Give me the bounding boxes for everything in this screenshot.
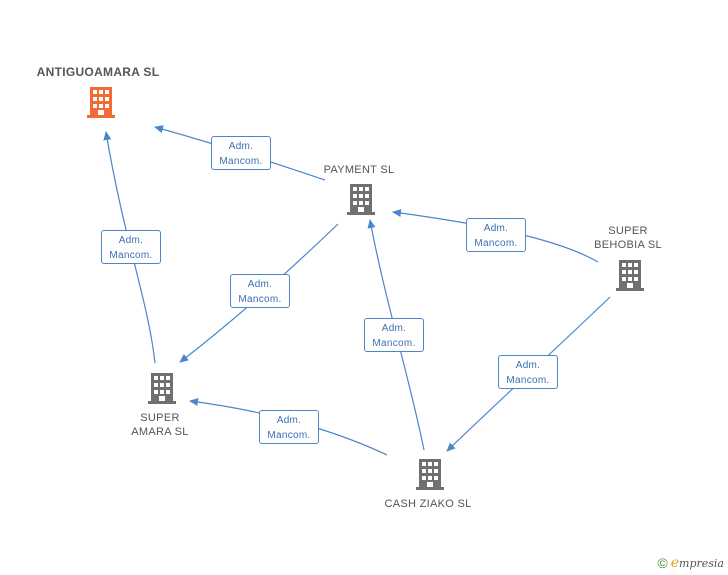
edge-label-role: Adm.	[118, 235, 144, 246]
edge-label-type: Mancom.	[267, 430, 311, 441]
building-icon[interactable]	[347, 184, 375, 215]
building-icon[interactable]	[87, 87, 115, 118]
edge-label: Adm. Mancom.	[364, 318, 424, 352]
building-icon[interactable]	[148, 373, 176, 404]
edge-label-type: Mancom.	[109, 250, 153, 261]
edge-label: Adm. Mancom.	[498, 355, 558, 389]
edge-label-role: Adm.	[381, 323, 407, 334]
edge-label-type: Mancom.	[238, 294, 282, 305]
edge-label-type: Mancom.	[372, 338, 416, 349]
company-label-antiguoamara[interactable]: ANTIGUOAMARA SL	[36, 65, 160, 79]
copyright-icon: ©	[657, 555, 668, 571]
company-label-payment[interactable]: PAYMENT SL	[323, 164, 395, 176]
edge-label-type: Mancom.	[506, 375, 550, 386]
edge-label: Adm. Mancom.	[211, 136, 271, 170]
footer-brand: ©empresia	[657, 555, 724, 571]
edge-label-role: Adm.	[276, 415, 302, 426]
edge-label: Adm. Mancom.	[101, 230, 161, 264]
edge-label-role: Adm.	[228, 141, 254, 152]
edge-label: Adm. Mancom.	[466, 218, 526, 252]
building-icon[interactable]	[616, 260, 644, 291]
edge-label-role: Adm.	[515, 360, 541, 371]
company-label-cash_ziako[interactable]: CASH ZIAKO SL	[384, 498, 472, 510]
edge-label-role: Adm.	[483, 223, 509, 234]
edge-super_amara-to-antiguoamara	[103, 131, 156, 364]
edge-label: Adm. Mancom.	[259, 410, 319, 444]
company-label-super_amara[interactable]: SUPER AMARA SL	[131, 412, 189, 438]
edge-label: Adm. Mancom.	[230, 274, 290, 308]
company-label-super_behobia[interactable]: SUPER BEHOBIA SL	[594, 225, 662, 251]
building-icon[interactable]	[416, 459, 444, 490]
edge-label-role: Adm.	[247, 279, 273, 290]
edge-label-type: Mancom.	[219, 156, 263, 167]
brand-logo: empresia	[670, 555, 724, 571]
edge-label-type: Mancom.	[474, 238, 518, 249]
